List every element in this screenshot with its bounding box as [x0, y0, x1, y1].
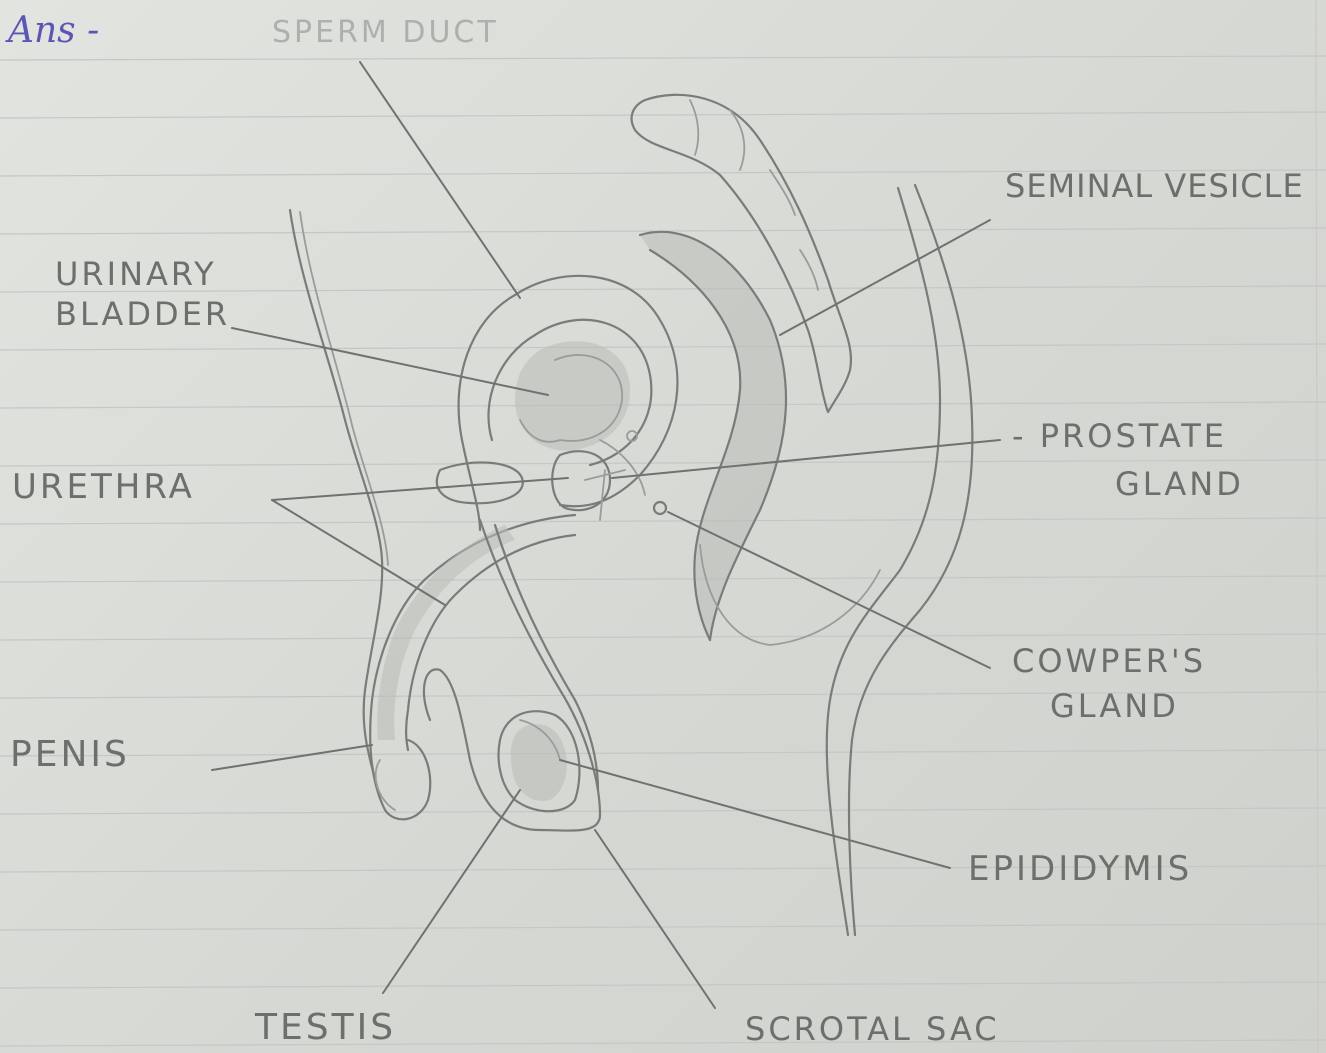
label-seminal-vesicle: SEMINAL VESICLE [1005, 170, 1304, 202]
label-testis: TESTIS [255, 1010, 396, 1046]
label-sperm-duct: SPERM DUCT [272, 18, 499, 48]
label-penis: PENIS [10, 737, 130, 773]
rectum-shape [640, 232, 880, 645]
label-prostate-line2: GLAND [1115, 468, 1244, 500]
label-epididymis: EPIDIDYMIS [968, 852, 1192, 886]
leader-urethra-b [272, 500, 445, 605]
leader-penis [212, 745, 372, 770]
leader-scrotal-sac [595, 830, 715, 1008]
label-urinary-bladder-line2: BLADDER [55, 298, 230, 330]
leader-epididymis [560, 760, 950, 868]
label-urethra: URETHRA [12, 470, 195, 504]
leader-sperm-duct [360, 62, 520, 298]
leader-urethra-a [272, 478, 568, 500]
label-prostate-line1: - PROSTATE [1012, 420, 1227, 452]
label-cowpers-line1: COWPER'S [1012, 645, 1206, 677]
answer-prefix: Ans - [8, 10, 99, 51]
leader-urinary-bladder [232, 328, 548, 395]
label-cowpers-line2: GLAND [1050, 690, 1179, 722]
label-urinary-bladder-line1: URINARY [55, 258, 217, 290]
leader-prostate [612, 440, 1000, 478]
label-scrotal-sac: SCROTAL SAC [745, 1013, 1000, 1045]
leader-lines [212, 62, 1000, 1008]
leader-testis [383, 790, 520, 993]
body-outline-front [290, 210, 388, 790]
